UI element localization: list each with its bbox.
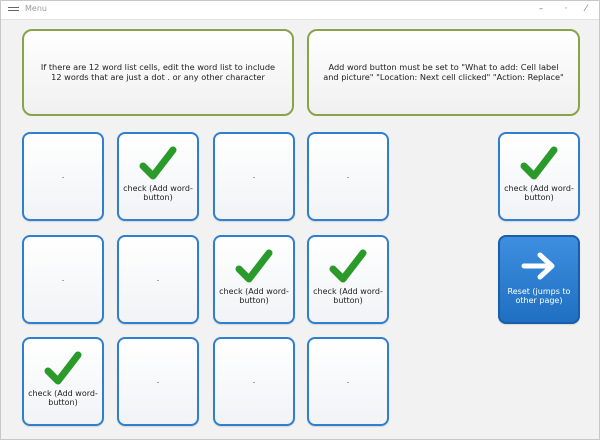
- check-icon: [329, 249, 367, 283]
- check-icon: [520, 146, 558, 180]
- hamburger-menu-icon[interactable]: [8, 7, 19, 13]
- word-list-cell[interactable]: .: [117, 235, 199, 324]
- word-list-cell[interactable]: .: [307, 337, 389, 426]
- cell-label: .: [346, 376, 350, 386]
- check-icon: [235, 249, 273, 283]
- instruction-note-add-word-button: Add word button must be set to "What to …: [307, 29, 580, 116]
- word-list-cell[interactable]: .: [213, 132, 295, 221]
- title-bar: Menu – · ⁄: [1, 1, 599, 20]
- cell-label: check (Add word-button): [219, 287, 289, 305]
- check-icon: [44, 351, 82, 385]
- reset-button[interactable]: Reset (jumps to other page): [498, 235, 580, 324]
- word-list-cell[interactable]: .: [22, 235, 104, 324]
- cell-label: .: [61, 171, 65, 181]
- check-icon: [139, 146, 177, 180]
- cell-label: check (Add word-button): [123, 184, 193, 202]
- minimize-button[interactable]: –: [538, 4, 544, 14]
- cell-label: check (Add word-button): [28, 389, 98, 407]
- word-list-cell[interactable]: .: [22, 132, 104, 221]
- add-word-button[interactable]: check (Add word-button): [117, 132, 199, 221]
- word-list-cell[interactable]: .: [307, 132, 389, 221]
- cell-label: .: [252, 171, 256, 181]
- cell-label: Reset (jumps to other page): [507, 286, 571, 305]
- cell-label: .: [156, 376, 160, 386]
- window-title: Menu: [25, 4, 47, 13]
- expand-button[interactable]: ⁄: [585, 4, 587, 14]
- word-list-cell[interactable]: .: [117, 337, 199, 426]
- cell-label: .: [346, 171, 350, 181]
- note-text: Add word button must be set to "What to …: [323, 61, 564, 82]
- word-list-cell[interactable]: .: [213, 337, 295, 426]
- arrow-right-icon: [521, 252, 555, 280]
- add-word-button[interactable]: check (Add word-button): [22, 337, 104, 426]
- add-word-button[interactable]: check (Add word-button): [498, 132, 580, 221]
- note-text: If there are 12 word list cells, edit th…: [40, 61, 276, 82]
- cell-label: .: [252, 376, 256, 386]
- maximize-button[interactable]: ·: [564, 4, 568, 14]
- cell-label: check (Add word-button): [504, 184, 574, 202]
- add-word-button[interactable]: check (Add word-button): [213, 235, 295, 324]
- cell-label: check (Add word-button): [313, 287, 383, 305]
- add-word-button[interactable]: check (Add word-button): [307, 235, 389, 324]
- instruction-note-word-list: If there are 12 word list cells, edit th…: [22, 29, 294, 116]
- cell-label: .: [61, 274, 65, 284]
- cell-label: .: [156, 274, 160, 284]
